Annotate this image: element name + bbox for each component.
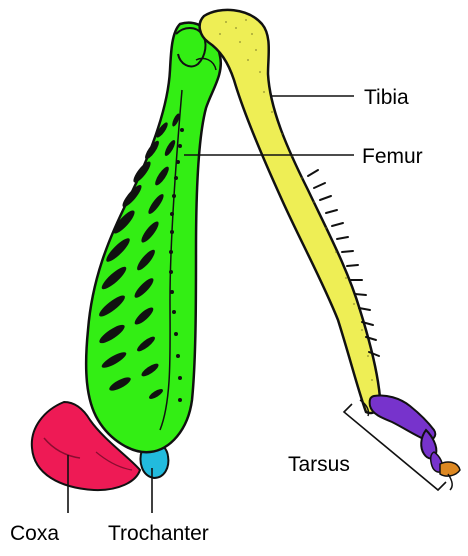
tarsus-segment: [360, 395, 460, 490]
tarsus-label: Tarsus: [288, 453, 350, 476]
tibia-segment: [200, 10, 381, 413]
trochanter-label: Trochanter: [108, 522, 209, 545]
coxa-label: Coxa: [10, 522, 59, 545]
femur-label: Femur: [362, 145, 423, 168]
tibia-label: Tibia: [364, 86, 409, 109]
femur-segment: [86, 23, 221, 452]
claw: [440, 462, 460, 476]
